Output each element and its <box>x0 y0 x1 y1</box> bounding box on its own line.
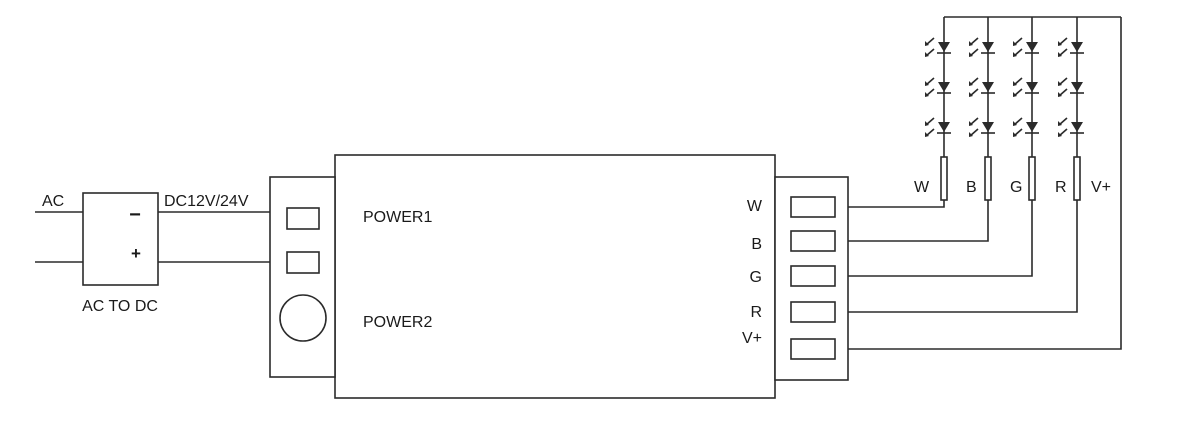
light-arrow-head <box>1013 41 1017 46</box>
light-arrow-head <box>925 121 929 126</box>
resistor-b <box>984 156 992 201</box>
resistor-r <box>1073 156 1081 201</box>
output-wire-w <box>848 200 945 208</box>
strip-common-label: V+ <box>1091 179 1111 196</box>
led-diode-icon <box>1013 37 1039 57</box>
led-channel-r: R <box>1055 17 1084 201</box>
converter-plus-sign: + <box>131 244 141 263</box>
strip-channel-label-r: R <box>1055 179 1067 196</box>
converter-box <box>82 192 159 286</box>
led-diode-icon <box>969 37 995 57</box>
diode-triangle <box>982 82 994 92</box>
diode-triangle <box>982 122 994 132</box>
output-terminals: W BG R V+ <box>742 196 836 360</box>
ac-dc-converter: AC − + AC TO DC DC12V/24V <box>35 192 270 315</box>
led-diode-icon <box>1013 117 1039 137</box>
light-arrow-head <box>925 52 929 57</box>
led-diode-icon <box>925 77 951 97</box>
diode-triangle <box>938 82 950 92</box>
ac-label: AC <box>42 193 64 210</box>
diode-triangle <box>1026 42 1038 52</box>
light-arrow-head <box>1013 52 1017 57</box>
output-terminal-label-r: R <box>750 304 762 321</box>
input-terminal-block <box>269 176 336 378</box>
light-arrow-head <box>1058 41 1062 46</box>
controller-body <box>334 154 776 399</box>
diode-triangle <box>938 122 950 132</box>
output-terminal-label-b: B <box>751 236 762 253</box>
output-terminal-w <box>790 196 836 218</box>
light-arrow-head <box>969 132 973 137</box>
led-channel-b: B <box>966 17 995 201</box>
diode-triangle <box>1071 82 1083 92</box>
led-diode-icon <box>925 37 951 57</box>
led-channel-w: W <box>914 17 951 201</box>
light-arrow-head <box>1058 52 1062 57</box>
output-wire-g <box>848 200 1033 277</box>
output-terminal-r <box>790 301 836 323</box>
light-arrow-head <box>925 41 929 46</box>
output-wire-b <box>848 200 989 242</box>
light-arrow-head <box>969 41 973 46</box>
power-terminal-2 <box>286 251 320 274</box>
light-arrow-head <box>1013 132 1017 137</box>
led-diode-icon <box>925 117 951 137</box>
resistor-g <box>1028 156 1036 201</box>
output-terminal-label-v: V+ <box>742 330 762 347</box>
light-arrow-head <box>1058 92 1062 97</box>
output-terminal-v <box>790 338 836 360</box>
diode-triangle <box>1071 42 1083 52</box>
diode-triangle <box>982 42 994 52</box>
output-wires <box>848 17 1122 350</box>
light-arrow-head <box>1058 121 1062 126</box>
led-channel-g: G <box>1010 17 1039 201</box>
light-arrow-head <box>925 92 929 97</box>
strip-channel-label-b: B <box>966 179 977 196</box>
power1-label: POWER1 <box>363 209 432 226</box>
diode-triangle <box>1026 122 1038 132</box>
controller: POWER1 POWER2 W BG R V+ <box>269 154 849 399</box>
led-diode-icon <box>1058 117 1084 137</box>
diode-triangle <box>1026 82 1038 92</box>
output-terminal-label-g: G <box>750 269 762 286</box>
light-arrow-head <box>969 52 973 57</box>
light-arrow-head <box>969 81 973 86</box>
converter-minus-sign: − <box>129 204 141 226</box>
diode-triangle <box>1071 122 1083 132</box>
strip-channel-label-w: W <box>914 179 930 196</box>
light-arrow-head <box>969 121 973 126</box>
light-arrow-head <box>969 92 973 97</box>
led-strip: W B G R V+ <box>914 16 1121 201</box>
dc-output-label: DC12V/24V <box>164 193 249 210</box>
power-jack <box>279 294 327 342</box>
led-diode-icon <box>969 77 995 97</box>
led-diode-icon <box>1013 77 1039 97</box>
output-terminal-b <box>790 230 836 252</box>
led-diode-icon <box>1058 37 1084 57</box>
light-arrow-head <box>925 81 929 86</box>
light-arrow-head <box>1013 92 1017 97</box>
strip-channel-label-g: G <box>1010 179 1022 196</box>
output-terminal-label-w: W <box>747 198 763 215</box>
output-wire-r <box>848 200 1078 313</box>
output-wire-v <box>848 17 1122 350</box>
power-terminal-1 <box>286 207 320 230</box>
light-arrow-head <box>1013 121 1017 126</box>
power2-label: POWER2 <box>363 314 432 331</box>
resistor-w <box>940 156 948 201</box>
diode-triangle <box>938 42 950 52</box>
led-diode-icon <box>1058 77 1084 97</box>
light-arrow-head <box>925 132 929 137</box>
led-diode-icon <box>969 117 995 137</box>
light-arrow-head <box>1058 81 1062 86</box>
output-terminal-g <box>790 265 836 287</box>
light-arrow-head <box>1058 132 1062 137</box>
converter-caption: AC TO DC <box>82 298 158 315</box>
light-arrow-head <box>1013 81 1017 86</box>
